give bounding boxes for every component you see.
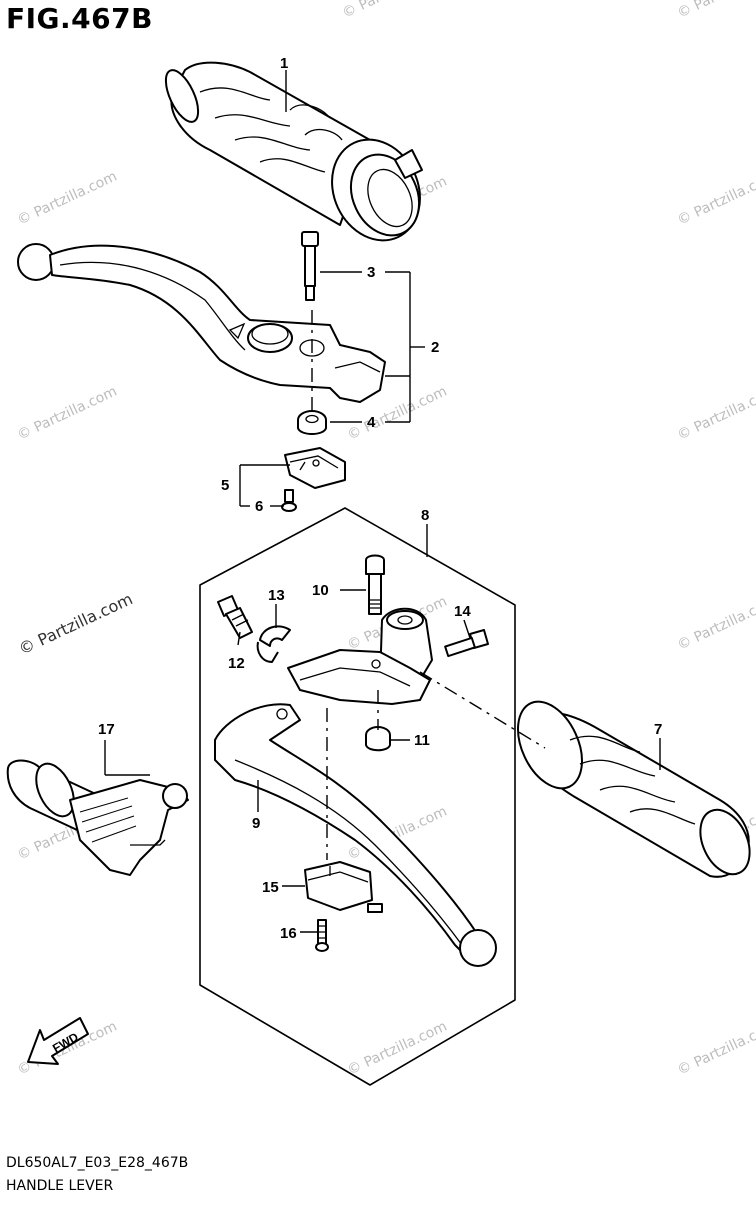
part-16-switch-screw[interactable] <box>315 919 329 952</box>
callout-16: 16 <box>280 925 297 942</box>
callout-11: 11 <box>414 732 430 749</box>
callout-13: 13 <box>268 587 285 604</box>
callout-2: 2 <box>431 339 439 356</box>
watermark: © Partzilla.com <box>340 0 445 22</box>
diagram-code: DL650AL7_E03_E28_467B <box>6 1155 189 1171</box>
part-8-clutch-holder[interactable] <box>287 607 433 705</box>
leader-lines <box>104 70 661 933</box>
callout-8: 8 <box>421 507 429 524</box>
callout-14: 14 <box>454 603 471 620</box>
part-4-nut[interactable] <box>297 410 327 435</box>
watermark: © Partzilla.com <box>15 383 120 443</box>
callout-3: 3 <box>367 264 375 281</box>
part-9-clutch-lever[interactable] <box>214 703 497 967</box>
callout-6: 6 <box>255 498 263 515</box>
watermark: © Partzilla.com <box>15 168 120 228</box>
diagram-name: HANDLE LEVER <box>6 1178 114 1194</box>
callout-5: 5 <box>221 477 229 494</box>
callout-1: 1 <box>280 55 288 72</box>
part-11-nut[interactable] <box>365 726 391 752</box>
callout-9: 9 <box>252 815 260 832</box>
callouts: 1 2 3 4 5 6 7 8 9 10 11 12 13 14 15 16 1… <box>98 55 662 942</box>
part-12-adjuster-bolt[interactable] <box>217 595 253 639</box>
part-2-brake-lever-assembly[interactable] <box>17 243 386 403</box>
part-13-adjuster-ring[interactable] <box>256 625 291 663</box>
watermark: © Partzilla.com <box>675 593 756 653</box>
part-8-frame <box>199 507 516 1086</box>
part-14-mount-bolt[interactable] <box>444 629 489 658</box>
part-6-switch-screw[interactable] <box>281 489 297 512</box>
watermark: © Partzilla.com <box>16 589 136 658</box>
callout-12: 12 <box>228 655 245 672</box>
watermark: © Partzilla.com <box>675 168 756 228</box>
watermark: © Partzilla.com <box>675 1018 756 1078</box>
watermark: © Partzilla.com <box>675 0 756 22</box>
figure-title: FIG.467B <box>6 2 153 35</box>
part-10-clutch-pivot-bolt[interactable] <box>365 554 385 615</box>
watermark: © Partzilla.com <box>675 383 756 443</box>
callout-7: 7 <box>654 721 662 738</box>
callout-17: 17 <box>98 721 115 738</box>
part-3-pivot-bolt[interactable] <box>301 231 319 301</box>
part-1-throttle-grip[interactable] <box>159 61 436 255</box>
part-15-clutch-switch[interactable] <box>304 861 383 913</box>
part-17-left-switch-housing[interactable] <box>6 758 189 876</box>
part-5-brake-switch[interactable] <box>284 447 346 489</box>
part-7-left-grip[interactable] <box>505 691 756 882</box>
alignment-line <box>419 671 546 749</box>
callout-15: 15 <box>262 879 279 896</box>
callout-10: 10 <box>312 582 329 599</box>
callout-4: 4 <box>367 414 376 431</box>
